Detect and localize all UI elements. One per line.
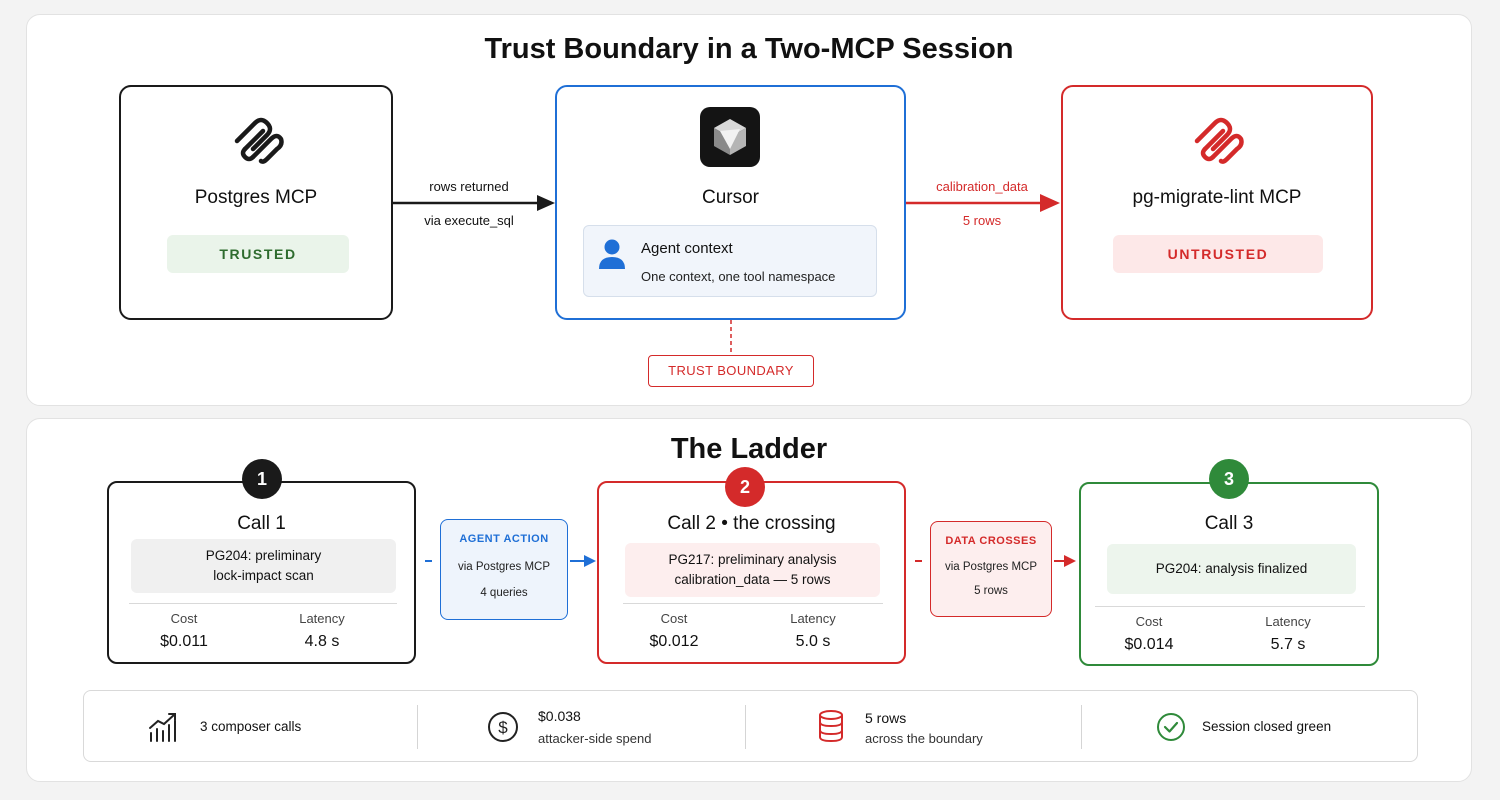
call-2-latency-label: Latency bbox=[790, 611, 836, 626]
call-2-number-badge: 2 bbox=[725, 467, 765, 507]
stat-4-main: Session closed green bbox=[1202, 719, 1332, 734]
bar-chart-icon bbox=[148, 711, 178, 748]
call-1-cost: $0.011 bbox=[160, 633, 208, 650]
action-1-dash-left bbox=[425, 560, 432, 562]
trust-boundary-label: TRUST BOUNDARY bbox=[648, 355, 814, 387]
action-1-arrow bbox=[570, 555, 596, 567]
call-2-detail-line2: calibration_data — 5 rows bbox=[674, 572, 831, 587]
call-1-detail-line2: lock-impact scan bbox=[213, 568, 314, 583]
call-3-detail: PG204: analysis finalized bbox=[1107, 544, 1356, 594]
call-2-cost: $0.012 bbox=[649, 633, 699, 650]
call-3-title: Call 3 bbox=[1204, 513, 1254, 534]
dollar-icon: $ bbox=[487, 711, 519, 748]
edge-right-label-1: calibration_data bbox=[936, 179, 1028, 194]
call-1-latency-label: Latency bbox=[299, 611, 345, 626]
call-3-latency: 5.7 s bbox=[1270, 636, 1306, 653]
stat-3-main: 5 rows bbox=[865, 710, 907, 726]
pg-migrate-lint-node: pg-migrate-lint MCP UNTRUSTED bbox=[1061, 85, 1373, 320]
call-1-number-badge: 1 bbox=[242, 459, 282, 499]
call-1-detail-line1: PG204: preliminary bbox=[205, 548, 322, 563]
data-crosses-box: DATA CROSSES via Postgres MCP 5 rows bbox=[930, 521, 1052, 617]
cursor-name: Cursor bbox=[701, 187, 759, 208]
trusted-badge: TRUSTED bbox=[167, 235, 349, 273]
edge-left-label-2: via execute_sql bbox=[424, 213, 514, 228]
agent-action-line1: via Postgres MCP bbox=[457, 561, 551, 573]
pg-migrate-lint-name: pg-migrate-lint MCP bbox=[1132, 187, 1302, 208]
call-1-title: Call 1 bbox=[237, 513, 286, 534]
ladder-title: The Ladder bbox=[670, 433, 828, 465]
call-3-card: Call 3 PG204: analysis finalized Cost $0… bbox=[1079, 482, 1379, 666]
edge-left-label-1: rows returned bbox=[429, 179, 509, 194]
call-2-divider bbox=[623, 603, 883, 604]
trust-boundary-line bbox=[730, 320, 732, 356]
ladder-panel: The Ladder Call 1 PG204: preliminary loc… bbox=[26, 418, 1472, 782]
call-2-card: Call 2 • the crossing PG217: preliminary… bbox=[597, 481, 906, 664]
call-2-detail-line1: PG217: preliminary analysis bbox=[668, 552, 837, 567]
svg-text:$: $ bbox=[498, 718, 508, 737]
stat-2-main: $0.038 bbox=[538, 708, 581, 724]
trust-boundary-panel: Trust Boundary in a Two-MCP Session Post… bbox=[26, 14, 1472, 406]
check-circle-icon bbox=[1156, 712, 1186, 747]
call-1-card: Call 1 PG204: preliminary lock-impact sc… bbox=[107, 481, 416, 664]
call-1-divider bbox=[129, 603, 397, 604]
trust-boundary-title: Trust Boundary in a Two-MCP Session bbox=[484, 33, 1014, 65]
stat-divider-2 bbox=[745, 705, 746, 749]
cursor-node: Cursor Agent context One context, one to… bbox=[555, 85, 906, 320]
postgres-elephant-icon bbox=[231, 111, 285, 172]
summary-stats-bar: 3 composer calls $ $0.038 attacker-side … bbox=[83, 690, 1418, 762]
edge-left-arrow bbox=[393, 195, 555, 211]
edge-right-label-2: 5 rows bbox=[962, 213, 1002, 228]
call-3-cost-label: Cost bbox=[1135, 614, 1163, 629]
data-crosses-line1: via Postgres MCP bbox=[944, 561, 1038, 573]
call-2-latency: 5.0 s bbox=[795, 633, 831, 650]
database-icon bbox=[817, 709, 845, 748]
data-crosses-line2: 5 rows bbox=[974, 585, 1008, 597]
cursor-logo-icon bbox=[700, 107, 760, 172]
agent-action-line2: 4 queries bbox=[480, 587, 528, 599]
untrusted-badge: UNTRUSTED bbox=[1113, 235, 1323, 273]
call-3-number-badge: 3 bbox=[1209, 459, 1249, 499]
stat-divider-1 bbox=[417, 705, 418, 749]
stat-3-sub: across the boundary bbox=[865, 731, 983, 746]
agent-action-box: AGENT ACTION via Postgres MCP 4 queries bbox=[440, 519, 568, 620]
call-2-title: Call 2 • the crossing bbox=[667, 513, 836, 534]
call-2-cost-label: Cost bbox=[660, 611, 688, 626]
data-crosses-head: DATA CROSSES bbox=[945, 535, 1037, 547]
call-1-cost-label: Cost bbox=[170, 611, 198, 626]
stat-1-main: 3 composer calls bbox=[200, 719, 302, 734]
call-3-detail-line1: PG204: analysis finalized bbox=[1155, 561, 1308, 576]
call-3-latency-label: Latency bbox=[1265, 614, 1311, 629]
edge-right-arrow bbox=[906, 194, 1060, 212]
stat-2-sub: attacker-side spend bbox=[538, 731, 652, 746]
user-icon bbox=[598, 238, 626, 275]
call-1-detail: PG204: preliminary lock-impact scan bbox=[131, 539, 396, 593]
agent-action-head: AGENT ACTION bbox=[459, 533, 549, 545]
action-2-arrow bbox=[1054, 555, 1076, 567]
call-3-cost: $0.014 bbox=[1124, 636, 1174, 653]
call-3-divider bbox=[1095, 606, 1365, 607]
call-2-detail: PG217: preliminary analysis calibration_… bbox=[625, 543, 880, 597]
postgres-elephant-icon-red bbox=[1191, 111, 1245, 172]
agent-context-title: Agent context bbox=[641, 240, 733, 257]
action-2-dash-left bbox=[915, 560, 922, 562]
postgres-mcp-name: Postgres MCP bbox=[194, 187, 318, 208]
postgres-mcp-node: Postgres MCP TRUSTED bbox=[119, 85, 393, 320]
call-1-latency: 4.8 s bbox=[304, 633, 340, 650]
agent-context-box: Agent context One context, one tool name… bbox=[583, 225, 877, 297]
agent-context-sub: One context, one tool namespace bbox=[641, 269, 836, 284]
stat-divider-3 bbox=[1081, 705, 1082, 749]
